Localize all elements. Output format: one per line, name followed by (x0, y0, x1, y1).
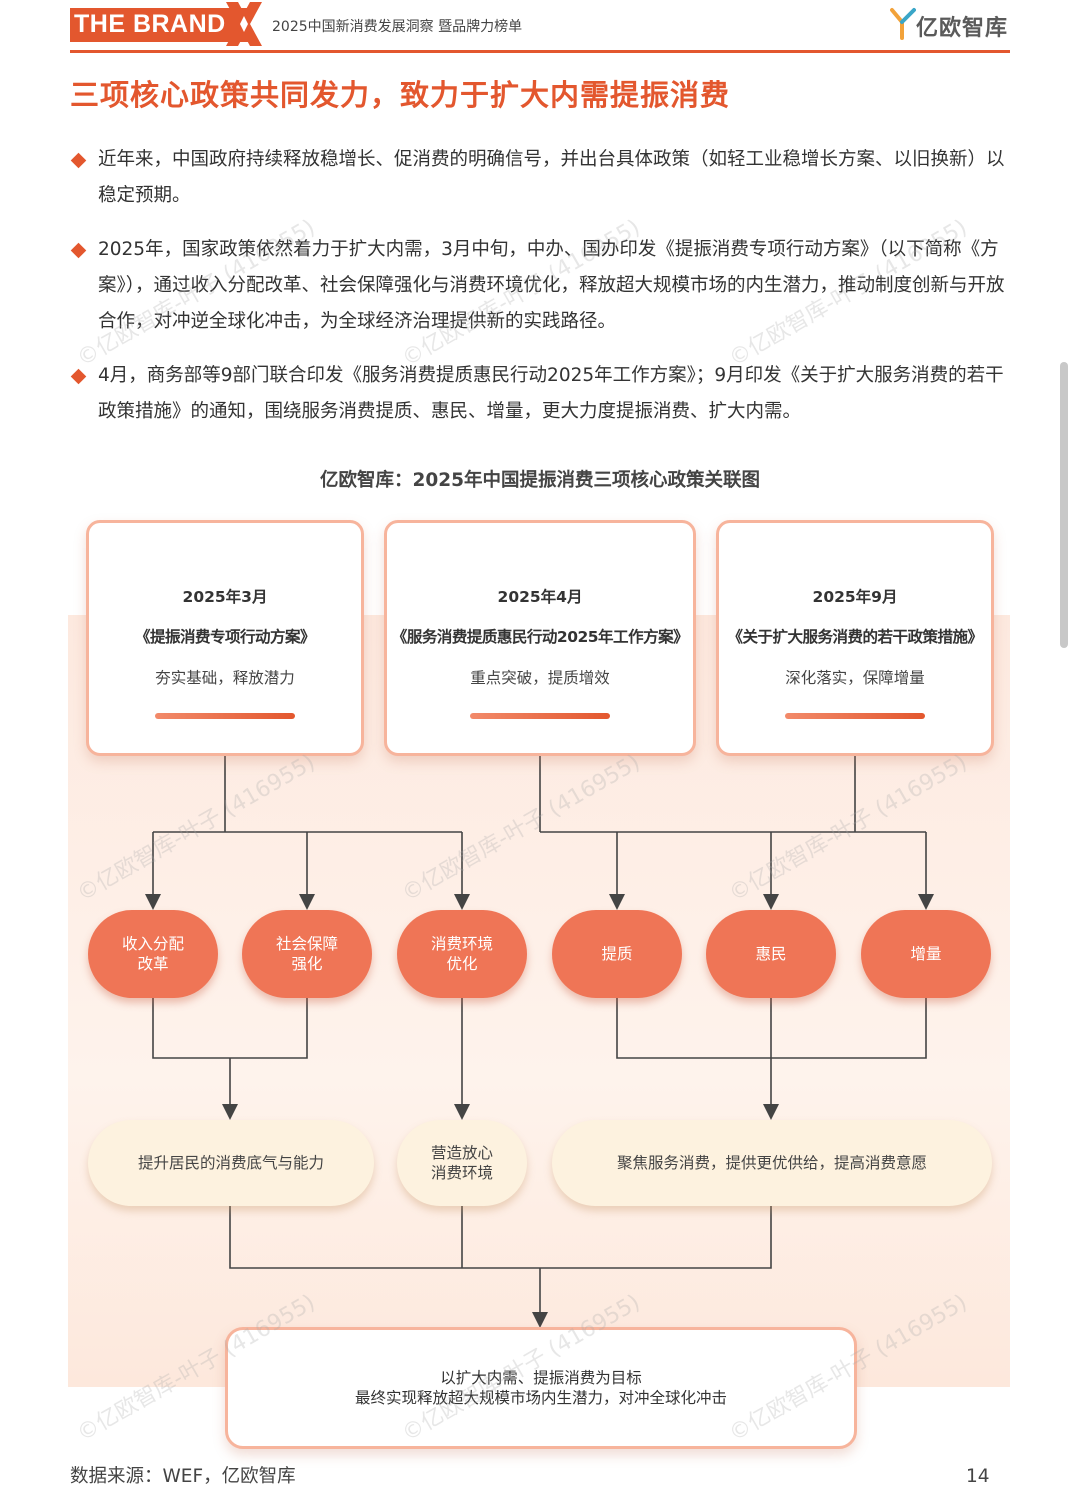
page-number: 14 (966, 1466, 990, 1487)
final-goal-box: 以扩大内需、提振消费为目标 最终实现释放超大规模市场内生潜力，对冲全球化冲击 (225, 1327, 857, 1449)
diagram-title: 亿欧智库：2025年中国提振消费三项核心政策关联图 (320, 470, 760, 491)
data-source: 数据来源：WEF，亿欧智库 (70, 1466, 296, 1487)
policy-card-april: 2025年4月 《服务消费提质惠民行动2025年工作方案》 重点突破，提质增效 (384, 520, 696, 756)
measure-income-reform: 收入分配 改革 (88, 910, 218, 998)
page-header: THE BRAND 2025中国新消费发展洞察 暨品牌力榜单 亿欧智库 (0, 0, 1080, 60)
policy-desc: 夯实基础，释放潜力 (155, 669, 295, 687)
policy-name: 《提振消费专项行动方案》 (134, 628, 316, 646)
outcome-consumer-capacity: 提升居民的消费底气与能力 (88, 1120, 374, 1206)
policy-card-september: 2025年9月 《关于扩大服务消费的若干政策措施》 深化落实，保障增量 (716, 520, 994, 756)
logo-text: 亿欧智库 (916, 16, 1009, 41)
header-divider (70, 50, 1010, 53)
measure-social-security: 社会保障 强化 (242, 910, 372, 998)
brand-logo-text: THE BRAND (74, 10, 226, 38)
policy-date: 2025年3月 (182, 588, 268, 606)
card-accent-bar (785, 713, 925, 719)
measure-quality: 提质 (552, 910, 682, 998)
diamond-bullet-icon (70, 152, 87, 169)
final-goal-line: 以扩大内需、提振消费为目标 (440, 1369, 642, 1387)
measure-consumer-environment: 消费环境 优化 (397, 910, 527, 998)
bullet-text: 4月，商务部等9部门联合印发《服务消费提质惠民行动2025年工作方案》；9月印发… (98, 365, 1004, 422)
page-title: 三项核心政策共同发力，致力于扩大内需提振消费 (70, 78, 731, 112)
outcome-service-consumption: 聚焦服务消费，提供更优供给，提高消费意愿 (552, 1120, 992, 1206)
final-goal-line: 最终实现释放超大规模市场内生潜力，对冲全球化冲击 (354, 1389, 727, 1407)
scrollbar[interactable] (1060, 362, 1068, 648)
report-title: 2025中国新消费发展洞察 暨品牌力榜单 (272, 19, 523, 35)
diamond-bullet-icon (70, 242, 87, 259)
policy-desc: 重点突破，提质增效 (470, 669, 610, 687)
card-accent-bar (155, 713, 295, 719)
policy-date: 2025年4月 (497, 588, 583, 606)
card-accent-bar (470, 713, 610, 719)
policy-card-march: 2025年3月 《提振消费专项行动方案》 夯实基础，释放潜力 (86, 520, 364, 756)
policy-name: 《关于扩大服务消费的若干政策措施》 (727, 628, 983, 646)
bullet-item: 近年来，中国政府持续释放稳增长、促消费的明确信号，并出台具体政策（如轻工业稳增长… (70, 142, 1012, 214)
bullet-text: 2025年，国家政策依然着力于扩大内需，3月中旬，中办、国办印发《提振消费专项行… (98, 239, 1005, 332)
bullet-list: 近年来，中国政府持续释放稳增长、促消费的明确信号，并出台具体政策（如轻工业稳增长… (70, 142, 1012, 448)
yiou-logo-icon (890, 8, 916, 40)
brand-x-icon (226, 2, 262, 46)
diamond-bullet-icon (70, 368, 87, 385)
measure-increase: 增量 (861, 910, 991, 998)
policy-date: 2025年9月 (812, 588, 898, 606)
bullet-item: 2025年，国家政策依然着力于扩大内需，3月中旬，中办、国办印发《提振消费专项行… (70, 232, 1012, 340)
bullet-item: 4月，商务部等9部门联合印发《服务消费提质惠民行动2025年工作方案》；9月印发… (70, 358, 1012, 430)
outcome-safe-environment: 营造放心 消费环境 (397, 1120, 527, 1206)
policy-desc: 深化落实，保障增量 (785, 669, 925, 687)
brand-logo-box (70, 8, 248, 42)
measure-benefit: 惠民 (706, 910, 836, 998)
policy-name: 《服务消费提质惠民行动2025年工作方案》 (391, 628, 689, 646)
bullet-text: 近年来，中国政府持续释放稳增长、促消费的明确信号，并出台具体政策（如轻工业稳增长… (98, 149, 1005, 206)
